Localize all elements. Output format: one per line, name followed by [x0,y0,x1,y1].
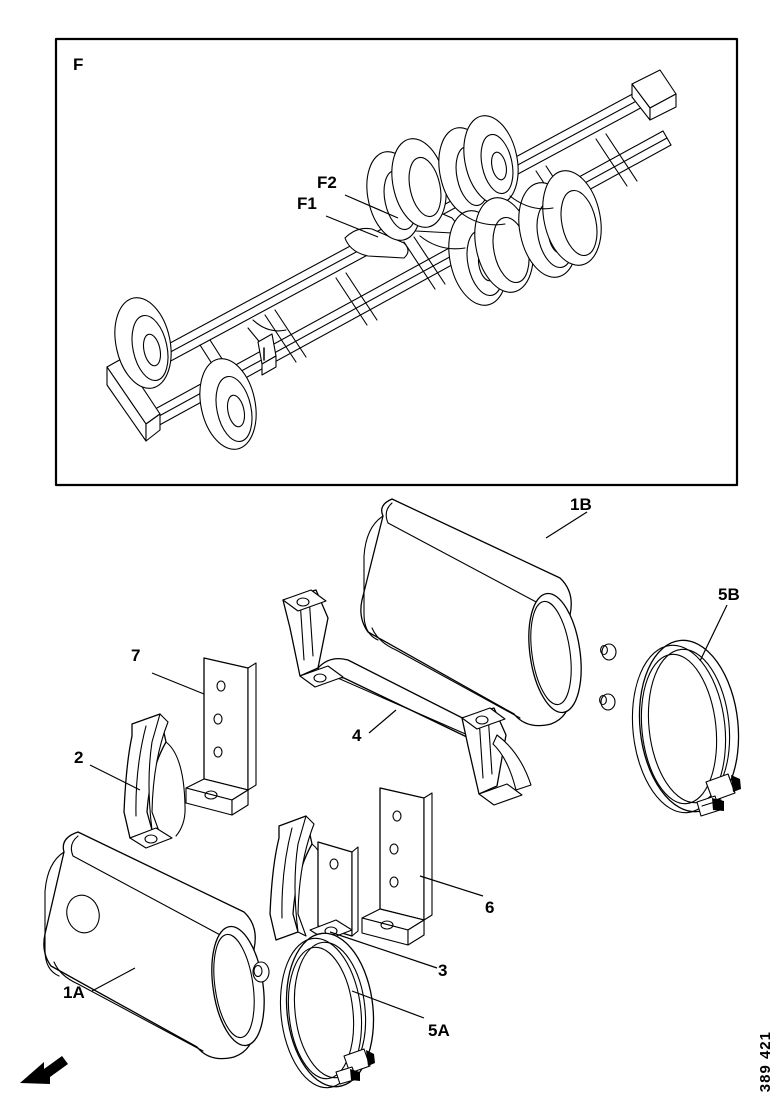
part-angle-bracket-7 [185,657,257,816]
callout-5a: 5A [428,1021,450,1040]
leader-1a [91,967,136,992]
leader-2 [89,764,141,791]
leader-3 [329,931,438,969]
leader-4 [368,709,397,734]
callout-1b: 1B [570,495,592,514]
part-saddle-bracket-2 [123,713,186,849]
callout-4: 4 [352,726,362,745]
inset-border [54,37,739,487]
chassis-wheel-rear-near-d [542,170,602,266]
tank-1a-side-port [66,894,100,934]
chassis-wheel-front-right [199,358,257,450]
callout-5b: 5B [718,585,740,604]
callout-2: 2 [74,748,84,767]
leader-5b [699,604,728,662]
tank-1a-port [252,961,270,983]
leader-f2 [344,194,399,219]
leader-6 [419,875,484,897]
part-angle-bracket-6 [361,787,433,946]
chassis-hanger-bracket [257,333,277,376]
drawing-number: 389 421 [757,1030,774,1092]
callout-f2: F2 [317,173,337,192]
callout-7: 7 [131,646,141,665]
callout-1a: 1A [63,983,85,1002]
tank-1b-port-lower [600,693,616,711]
leader-f1 [325,215,379,238]
part-strap-5A [279,932,375,1089]
leader-1b [545,511,588,539]
chassis-wheel-rear-far-d [463,115,519,205]
leader-7 [151,672,205,695]
callout-6: 6 [485,898,495,917]
inset-label-f: F [73,55,84,74]
chassis-rear-end [631,69,677,121]
callout-3: 3 [438,961,448,980]
chassis-wheel-front-left [114,297,172,389]
part-air-tank-1B [360,498,617,727]
chassis-front-end [106,357,161,442]
callout-f1: F1 [297,194,317,213]
part-mounting-rail-4 [282,589,532,806]
tank-1b-port-upper [601,643,617,661]
leader-5a [351,990,425,1019]
part-strap-5B [631,639,741,817]
forward-direction-arrow [20,1056,68,1084]
part-saddle-bracket-3 [269,815,359,941]
part-air-tank-1A [43,831,270,1060]
